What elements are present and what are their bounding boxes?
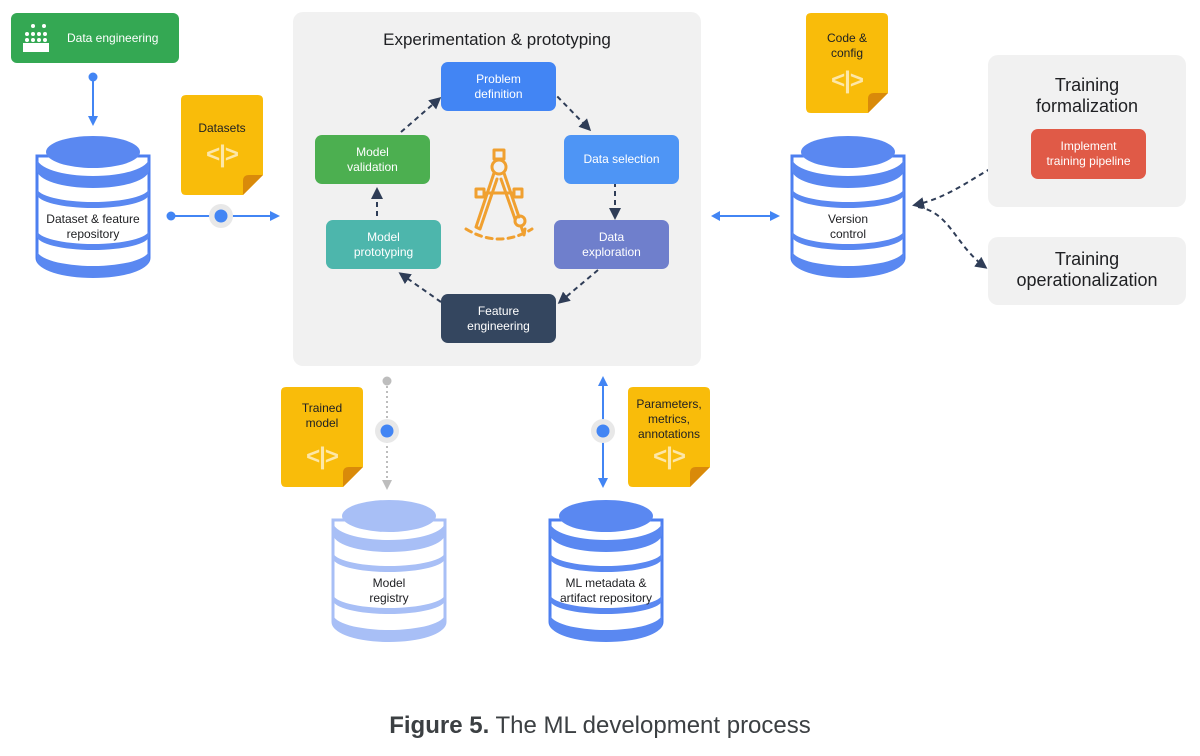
database-cylinder-icon bbox=[35, 136, 151, 278]
trained-model-document: Trained model <|> bbox=[281, 387, 363, 487]
document-icon bbox=[281, 387, 363, 487]
datasets-label: Datasets bbox=[198, 121, 246, 135]
code-config-label: Code & config bbox=[826, 31, 868, 60]
datasets-document: Datasets <|> bbox=[181, 95, 263, 195]
training-operationalization-panel: Training operationalization bbox=[988, 237, 1186, 305]
training-operationalization-title: Training operationalization bbox=[1016, 249, 1158, 290]
data-engineering-box: Data engineering bbox=[11, 13, 179, 63]
model-registry-repository: Model registry bbox=[330, 494, 448, 644]
data-engineering-label: Data engineering bbox=[67, 31, 159, 45]
ml-metadata-repository: ML metadata & artifact repository bbox=[547, 494, 665, 644]
figure-label: Figure 5. bbox=[389, 712, 490, 739]
code-icon: <|> bbox=[831, 67, 864, 94]
version-control-repository: Version control bbox=[789, 130, 907, 280]
step-feature-engineering: Feature engineering bbox=[441, 294, 556, 343]
figure-caption-text: The ML development process bbox=[495, 712, 811, 739]
arrow-experimentation-ml-metadata bbox=[591, 376, 615, 488]
step-data-exploration: Data exploration bbox=[554, 220, 669, 269]
step-model-prototyping: Model prototyping bbox=[326, 220, 441, 269]
document-icon bbox=[806, 13, 888, 113]
database-cylinder-icon bbox=[331, 500, 447, 642]
figure-caption: Figure 5. The ML development process bbox=[0, 712, 1200, 740]
version-control-label: Version control bbox=[827, 212, 869, 241]
arrow-version-control-to-operationalization bbox=[917, 206, 988, 269]
trained-model-label: Trained model bbox=[301, 401, 343, 430]
cycle-arrows bbox=[371, 89, 621, 304]
document-icon bbox=[181, 95, 263, 195]
implement-training-pipeline: Implement training pipeline bbox=[1031, 129, 1146, 179]
dataset-feature-repository: Dataset & feature repository bbox=[34, 130, 152, 280]
training-formalization-title: Training formalization bbox=[1035, 75, 1139, 116]
drafting-compass-icon bbox=[464, 148, 534, 241]
step-model-validation: Model validation bbox=[315, 135, 430, 184]
code-icon: <|> bbox=[653, 443, 686, 470]
document-icon bbox=[628, 387, 710, 487]
arrow-experimentation-version-control bbox=[711, 211, 780, 221]
arrow-experimentation-to-model-registry bbox=[375, 376, 399, 490]
parameters-document: Parameters, metrics, annotations <|> bbox=[628, 387, 710, 487]
database-cylinder-icon bbox=[548, 500, 664, 642]
code-icon: <|> bbox=[206, 141, 239, 168]
dataset-feature-repository-label: Dataset & feature repository bbox=[46, 212, 140, 241]
step-problem-definition: Problem definition bbox=[441, 62, 556, 111]
arrow-datasets-to-experimentation bbox=[166, 204, 280, 228]
code-config-document: Code & config <|> bbox=[806, 13, 888, 113]
training-formalization-panel: Training formalization Implement trainin… bbox=[988, 55, 1186, 207]
arrow-data-engineering-to-repository bbox=[88, 72, 98, 126]
experimentation-title: Experimentation & prototyping bbox=[383, 30, 611, 49]
ml-metadata-label: ML metadata & artifact repository bbox=[559, 576, 653, 605]
model-registry-label: Model registry bbox=[369, 576, 409, 605]
code-icon: <|> bbox=[306, 443, 339, 470]
keyboard-dots-icon bbox=[23, 24, 49, 52]
experimentation-panel: Experimentation & prototyping Problem de… bbox=[293, 12, 701, 366]
parameters-label: Parameters, metrics, annotations bbox=[636, 397, 702, 441]
step-data-selection: Data selection bbox=[564, 135, 679, 184]
database-cylinder-icon bbox=[790, 136, 906, 278]
